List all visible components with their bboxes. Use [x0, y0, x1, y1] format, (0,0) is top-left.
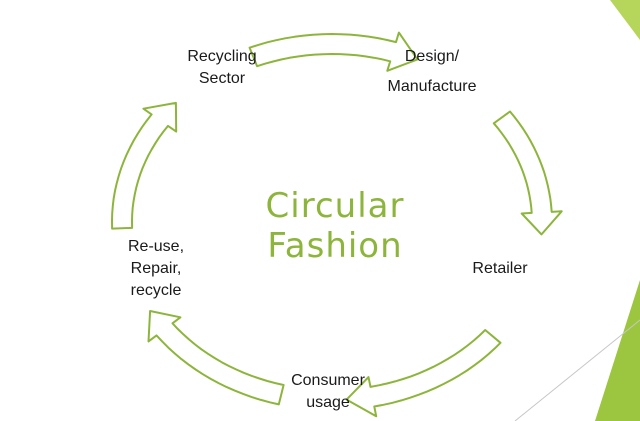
node-design-line2: Manufacture	[387, 78, 477, 95]
node-recycling-sector: Recycling Sector	[176, 46, 268, 90]
node-reuse-line3: recycle	[130, 282, 182, 299]
cycle-arrow-consumer-to-reuse	[147, 310, 285, 406]
center-title-line1: Circular	[265, 186, 405, 226]
node-design-line1: Design/	[404, 48, 460, 65]
center-title-line2: Fashion	[267, 226, 403, 266]
node-recycling-line2: Sector	[198, 70, 246, 87]
node-reuse-line1: Re-use,	[127, 238, 185, 255]
corner-decoration-bottom	[595, 280, 640, 421]
node-retailer: Retailer	[456, 258, 544, 280]
node-consumer-line1: Consumer	[291, 372, 365, 389]
node-reuse-repair-recycle: Re-use, Repair, recycle	[110, 236, 202, 302]
corner-decoration-top	[610, 0, 640, 40]
node-retailer-line1: Retailer	[472, 260, 528, 277]
node-recycling-line1: Recycling	[187, 48, 257, 65]
center-title: Circular Fashion	[230, 186, 440, 266]
cycle-arrow-retailer-to-consumer	[345, 329, 502, 418]
corner-decoration-line	[514, 319, 640, 421]
node-consumer-usage: Consumer usage	[276, 370, 380, 414]
node-reuse-line2: Repair,	[130, 260, 182, 277]
cycle-arrow-reuse-to-recycling	[111, 101, 178, 230]
cycle-arrow-design-to-retailer	[492, 110, 563, 236]
node-consumer-line2: usage	[306, 394, 350, 411]
cycle-arrow-recycling-to-design	[248, 31, 419, 72]
node-design-manufacture: Design/ Manufacture	[372, 42, 492, 102]
